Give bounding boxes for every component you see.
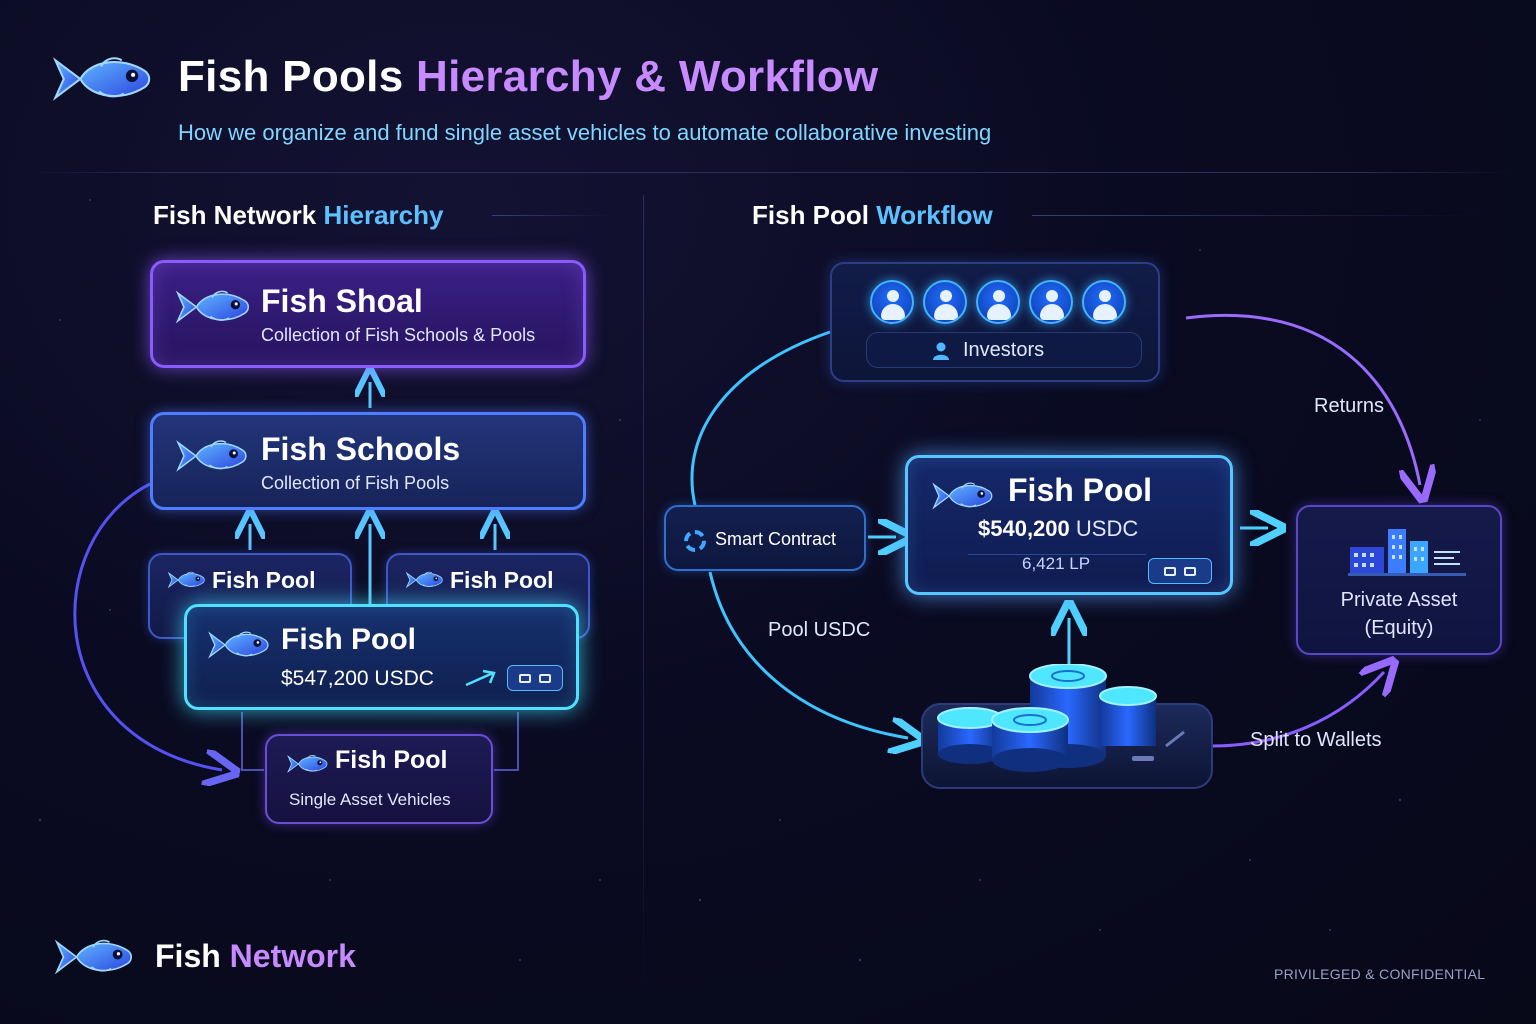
workflow-section-title: Fish Pool Workflow [752, 200, 993, 231]
fish-pool-right-title: Fish Pool [450, 567, 554, 593]
fish-icon [205, 627, 271, 663]
workflow-pool-amount: $540,200 [978, 516, 1070, 541]
private-asset-box[interactable]: Private Asset (Equity) [1296, 505, 1502, 655]
fish-schools-card[interactable]: Fish Schools Collection of Fish Pools [150, 412, 586, 510]
header-divider [24, 172, 1512, 173]
workflow-title-accent: Workflow [876, 200, 993, 230]
investor-avatar-icon [870, 280, 914, 324]
investors-label-bar: Investors [866, 332, 1142, 368]
workflow-connectors [690, 313, 1536, 900]
footer-brand: Fish Network [155, 938, 356, 975]
usdc-coin-stacks-icon [921, 664, 1213, 789]
fish-pool-left-title: Fish Pool [212, 567, 316, 593]
private-asset-label-line2: (Equity) [1364, 617, 1434, 639]
fish-network-logo-icon [50, 934, 136, 980]
workflow-pool-lp: 6,421 LP [1022, 554, 1091, 573]
fish-pool-bottom-title: Fish Pool [335, 746, 448, 774]
fish-pool-main-amount: $547,200 USDC [281, 667, 434, 690]
private-asset-label-line1: Private Asset [1340, 589, 1458, 611]
fish-icon [285, 752, 329, 776]
section-divider [643, 195, 644, 995]
investor-avatar-icon [923, 280, 967, 324]
fish-icon [173, 285, 251, 329]
arrow-up-right-icon [465, 669, 496, 687]
hierarchy-connectors [73, 0, 519, 900]
title-accent: Hierarchy & Workflow [416, 52, 879, 101]
page-title: Fish Pools Hierarchy & Workflow [178, 52, 878, 102]
fish-icon [173, 435, 249, 477]
smart-contract-box[interactable]: Smart Contract [664, 505, 866, 571]
building-icon [1348, 529, 1466, 576]
investor-avatar-icon [1029, 280, 1073, 324]
fish-pool-bottom-subtitle: Single Asset Vehicles [289, 790, 451, 809]
fish-pool-card-bottom[interactable]: Fish Pool Single Asset Vehicles [265, 734, 493, 824]
fish-schools-title: Fish Schools [261, 431, 461, 467]
page-subtitle: How we organize and fund single asset ve… [178, 120, 992, 145]
workflow-pool-currency: USDC [1075, 516, 1139, 541]
pool-divider [968, 554, 1146, 555]
fish-schools-subtitle: Collection of Fish Pools [261, 473, 450, 493]
workflow-pool-title: Fish Pool [1008, 472, 1152, 508]
fish-icon [166, 569, 206, 591]
workflow-title-main: Fish Pool [752, 200, 869, 230]
returns-label: Returns [1314, 395, 1385, 417]
hierarchy-title-accent: Hierarchy [323, 200, 444, 230]
workflow-pool-amount-line: $540,200 USDC [978, 516, 1138, 542]
user-icon [933, 342, 949, 360]
fish-shoal-card[interactable]: Fish Shoal Collection of Fish Schools & … [150, 260, 586, 368]
workflow-title-rule [1032, 215, 1482, 216]
pool-usdc-label: Pool USDC [768, 619, 871, 641]
footer-brand-main: Fish [155, 938, 221, 974]
hierarchy-title-rule [492, 215, 610, 216]
fish-pool-main-title: Fish Pool [281, 623, 416, 656]
pool-wallet-chip-button[interactable] [1148, 558, 1212, 584]
contract-logo-icon [684, 530, 706, 552]
fish-shoal-title: Fish Shoal [261, 283, 423, 319]
fish-icon [930, 478, 994, 514]
title-main: Fish Pools [178, 52, 404, 101]
investor-avatar-icon [976, 280, 1020, 324]
fish-pool-card-main[interactable]: Fish Pool $547,200 USDC [184, 604, 579, 710]
fish-icon [404, 569, 444, 591]
investors-label: Investors [963, 339, 1045, 361]
wallet-chip-button[interactable] [507, 665, 563, 691]
footer-brand-accent: Network [229, 938, 356, 974]
hierarchy-section-title: Fish Network Hierarchy [153, 200, 443, 231]
workflow-fish-pool-card[interactable]: Fish Pool $540,200 USDC 6,421 LP [905, 455, 1233, 595]
confidential-notice: PRIVILEGED & CONFIDENTIAL [1274, 966, 1486, 982]
smart-contract-label: Smart Contract [715, 529, 837, 549]
fish-shoal-subtitle: Collection of Fish Schools & Pools [261, 325, 536, 345]
investor-avatar-icon [1082, 280, 1126, 324]
split-to-wallets-label: Split to Wallets [1250, 729, 1382, 751]
hierarchy-title-main: Fish Network [153, 200, 317, 230]
